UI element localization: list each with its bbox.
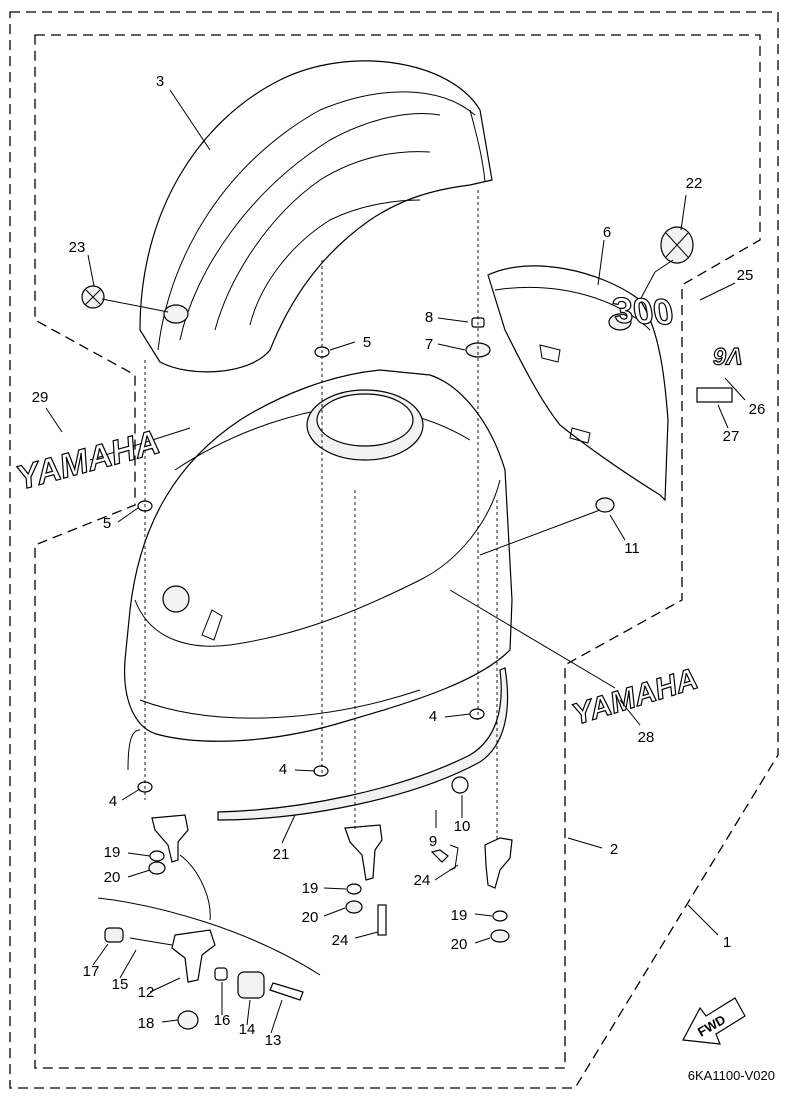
- callout-16: 16: [214, 1012, 231, 1029]
- callout-20: 20: [104, 869, 121, 886]
- callout-25: 25: [737, 267, 754, 284]
- bottom-cowling: [123, 369, 513, 742]
- callout-15: 15: [112, 976, 129, 993]
- callout-20: 20: [302, 909, 319, 926]
- latch-detail: [97, 854, 321, 1030]
- callout-4: 4: [279, 761, 287, 778]
- assembly-boundary-inner: [34, 34, 761, 1069]
- model-decal-300: 300: [611, 289, 674, 333]
- yamaha-decal-side: YAMAHA: [12, 422, 165, 498]
- svg-text:YAMAHA: YAMAHA: [12, 423, 164, 498]
- wire-loop: [127, 729, 141, 771]
- seal-strip: [217, 667, 509, 821]
- callout-24: 24: [414, 872, 431, 889]
- callout-20: 20: [451, 936, 468, 953]
- side-cover: [487, 265, 669, 502]
- callout-18: 18: [138, 1015, 155, 1032]
- leader-lines: [45, 89, 746, 1034]
- callout-22: 22: [686, 175, 703, 192]
- fwd-arrow-icon: FWD: [682, 997, 746, 1045]
- callout-17: 17: [83, 963, 100, 980]
- callout-19: 19: [302, 880, 319, 897]
- callout-29: 29: [32, 389, 49, 406]
- callout-19: 19: [451, 907, 468, 924]
- callout-1: 1: [723, 934, 731, 951]
- callout-19: 19: [104, 844, 121, 861]
- callout-21: 21: [273, 846, 290, 863]
- v6-decal: V6: [712, 341, 743, 369]
- callout-11: 11: [624, 540, 640, 557]
- callout-12: 12: [138, 984, 155, 1001]
- callout-8: 8: [425, 309, 433, 326]
- grommet-11: [595, 497, 615, 513]
- callout-3: 3: [156, 73, 164, 90]
- callout-10: 10: [454, 818, 471, 835]
- callout-13: 13: [265, 1032, 282, 1049]
- small-decal-27: [696, 387, 733, 403]
- assembly-boundary-outer: [9, 11, 779, 1089]
- callout-27: 27: [723, 428, 740, 445]
- guide-lines: [89, 190, 674, 840]
- diagram-code: 6KA1100-V020: [688, 1068, 775, 1083]
- callout-labels: 1 2 3 4 4 4 5 5 6 7 8 9 10 11 12 13 14 1…: [32, 73, 766, 1049]
- callout-4: 4: [429, 708, 437, 725]
- svg-text:300: 300: [612, 290, 673, 333]
- lower-hardware: [137, 346, 513, 943]
- callout-4: 4: [109, 793, 117, 810]
- callout-26: 26: [749, 401, 766, 418]
- callout-14: 14: [239, 1021, 256, 1038]
- callout-9: 9: [429, 833, 437, 850]
- callout-6: 6: [603, 224, 611, 241]
- svg-text:V6: V6: [713, 342, 743, 369]
- callout-2: 2: [610, 841, 618, 858]
- emblem-23: [81, 285, 105, 309]
- emblem-22: [660, 226, 694, 264]
- top-cowling: [139, 60, 493, 373]
- callout-28: 28: [638, 729, 655, 746]
- callout-7: 7: [425, 336, 433, 353]
- callout-5: 5: [103, 515, 111, 532]
- callout-24: 24: [332, 932, 349, 949]
- callout-23: 23: [69, 239, 86, 256]
- callout-5: 5: [363, 334, 371, 351]
